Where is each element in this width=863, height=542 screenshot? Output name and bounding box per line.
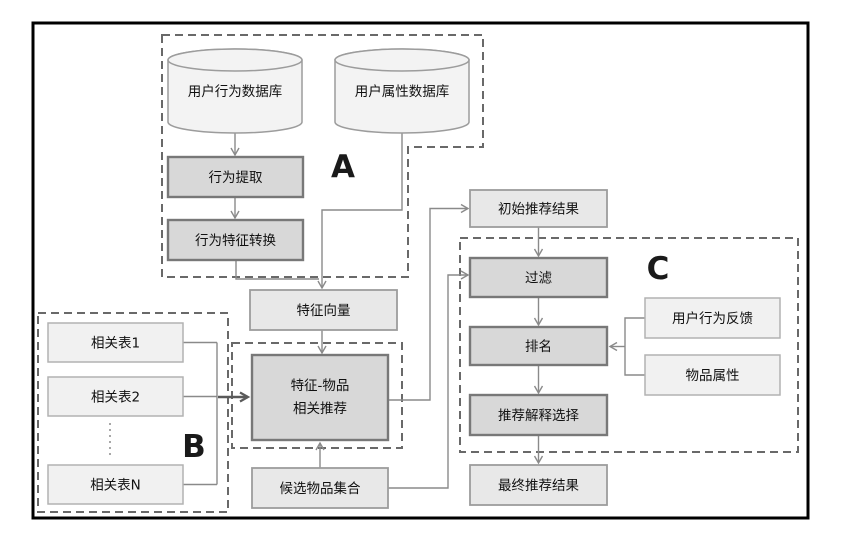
feature-item-dashed-outline xyxy=(231,342,403,449)
node-user-attr-db: 用户属性数据库 xyxy=(334,48,470,134)
node-label: 相关表N xyxy=(90,478,141,494)
node-initial-result: 初始推荐结果 xyxy=(469,189,608,228)
node-label: 用户行为数据库 xyxy=(188,83,283,100)
node-related-table-1: 相关表1 xyxy=(47,322,184,363)
node-label: 行为特征转换 xyxy=(195,233,276,249)
edge-featureitem-to-initial xyxy=(388,203,470,401)
node-label: 候选物品集合 xyxy=(280,481,361,497)
node-label: 最终推荐结果 xyxy=(498,478,579,494)
edge-candidates-to-filter xyxy=(388,270,470,489)
node-label: 物品属性 xyxy=(686,368,740,384)
region-c-outline xyxy=(459,237,799,453)
region-b-outline xyxy=(37,312,229,513)
node-label: 推荐解释选择 xyxy=(498,408,579,424)
edge-transform-to-merge xyxy=(235,260,319,280)
node-final-result: 最终推荐结果 xyxy=(469,464,608,506)
node-user-behavior-db: 用户行为数据库 xyxy=(167,48,303,134)
node-feature-vector: 特征向量 xyxy=(249,289,398,331)
node-label-line2: 相关推荐 xyxy=(293,401,347,417)
node-label: 特征向量 xyxy=(297,303,351,319)
region-c-label: C xyxy=(647,251,670,287)
node-label: 相关表1 xyxy=(91,336,140,352)
node-explain-select: 推荐解释选择 xyxy=(468,393,609,437)
node-feature-item-recommend: 特征-物品 相关推荐 xyxy=(250,353,390,442)
node-label: 用户行为反馈 xyxy=(672,310,753,327)
node-label: 排名 xyxy=(525,339,552,355)
node-related-table-n: 相关表N xyxy=(47,464,184,505)
region-a-outline xyxy=(161,34,484,278)
node-candidate-items: 候选物品集合 xyxy=(251,467,389,509)
node-label: 过滤 xyxy=(525,271,553,287)
edge-attrdb-to-featurevector xyxy=(317,132,403,290)
node-label: 相关表2 xyxy=(91,390,140,406)
node-rank: 排名 xyxy=(468,325,609,367)
node-label: 行为提取 xyxy=(209,170,263,186)
node-filter: 过滤 xyxy=(468,256,609,299)
cylinder-top xyxy=(334,48,470,72)
node-behavior-extract: 行为提取 xyxy=(166,155,305,199)
node-label: 初始推荐结果 xyxy=(498,201,579,218)
node-label-line1: 特征-物品 xyxy=(291,378,350,394)
node-user-feedback: 用户行为反馈 xyxy=(644,297,781,339)
cylinder-top xyxy=(167,48,303,72)
node-behavior-feature-transform: 行为特征转换 xyxy=(166,218,305,262)
node-label: 用户属性数据库 xyxy=(355,83,450,100)
region-a-label: A xyxy=(331,149,355,185)
region-b-label: B xyxy=(182,429,206,465)
node-related-table-2: 相关表2 xyxy=(47,376,184,417)
node-item-attrs: 物品属性 xyxy=(644,354,781,396)
